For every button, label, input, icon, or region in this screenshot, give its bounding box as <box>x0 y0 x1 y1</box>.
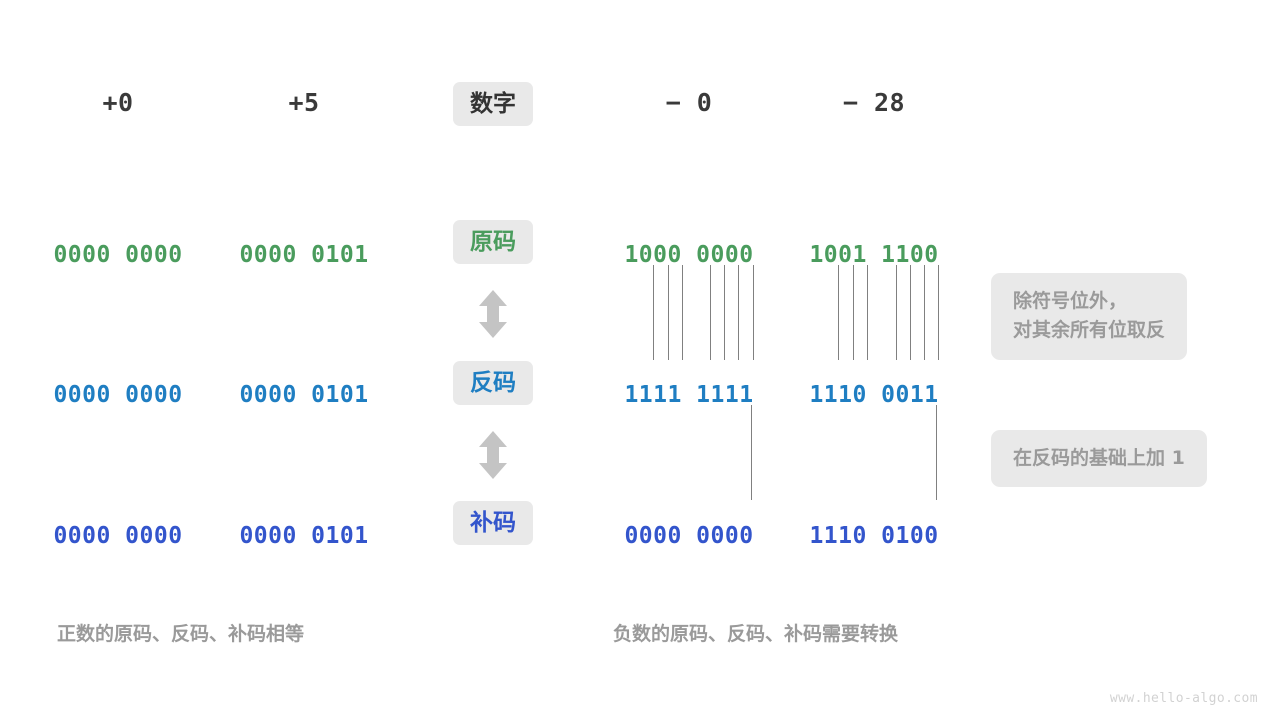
connector-line <box>753 265 754 360</box>
connector-line <box>738 265 739 360</box>
column-header-minus-twentyeight: − 28 <box>842 88 906 117</box>
column-header-plus-zero: +0 <box>102 88 134 117</box>
row-label-number: 数字 <box>453 82 533 127</box>
bits-twos-complement-plus-five: 0000 0101 <box>239 523 369 549</box>
row-label-ones-complement: 反码 <box>453 361 533 406</box>
bits-sign-magnitude-minus-zero: 1000 0000 <box>624 242 754 268</box>
bits-sign-magnitude-minus-twentyeight: 1001 1100 <box>809 242 939 268</box>
column-header-minus-zero: − 0 <box>665 88 713 117</box>
caption-negative-numbers: 负数的原码、反码、补码需要转换 <box>613 623 899 645</box>
bits-ones-complement-minus-zero: 1111 1111 <box>624 382 754 408</box>
connector-line <box>653 265 654 360</box>
bits-sign-magnitude-plus-five: 0000 0101 <box>239 242 369 268</box>
bits-ones-complement-plus-five: 0000 0101 <box>239 382 369 408</box>
connector-line <box>751 405 752 500</box>
connector-line <box>853 265 854 360</box>
row-label-twos-complement: 补码 <box>453 501 533 546</box>
bits-twos-complement-minus-twentyeight: 1110 0100 <box>809 523 939 549</box>
connector-line <box>938 265 939 360</box>
connector-line <box>724 265 725 360</box>
arrow-sign-magnitude-to-ones-complement <box>476 290 510 338</box>
bits-twos-complement-plus-zero: 0000 0000 <box>53 523 183 549</box>
note-add-one: 在反码的基础上加 1 <box>991 430 1207 488</box>
arrow-ones-complement-to-twos-complement <box>476 431 510 479</box>
column-header-plus-five: +5 <box>288 88 320 117</box>
note-invert-bits: 除符号位外， 对其余所有位取反 <box>991 273 1188 360</box>
caption-positive-numbers: 正数的原码、反码、补码相等 <box>57 623 305 645</box>
connector-line <box>910 265 911 360</box>
connector-line <box>682 265 683 360</box>
bits-twos-complement-minus-zero: 0000 0000 <box>624 523 754 549</box>
bits-ones-complement-minus-twentyeight: 1110 0011 <box>809 382 939 408</box>
connector-line <box>867 265 868 360</box>
row-label-sign-magnitude: 原码 <box>453 220 533 265</box>
connector-line <box>668 265 669 360</box>
watermark: www.hello-algo.com <box>1109 691 1258 706</box>
bits-ones-complement-plus-zero: 0000 0000 <box>53 382 183 408</box>
bits-sign-magnitude-plus-zero: 0000 0000 <box>53 242 183 268</box>
connector-line <box>710 265 711 360</box>
connector-line <box>936 405 937 500</box>
connector-line <box>924 265 925 360</box>
connector-line <box>896 265 897 360</box>
connector-line <box>838 265 839 360</box>
